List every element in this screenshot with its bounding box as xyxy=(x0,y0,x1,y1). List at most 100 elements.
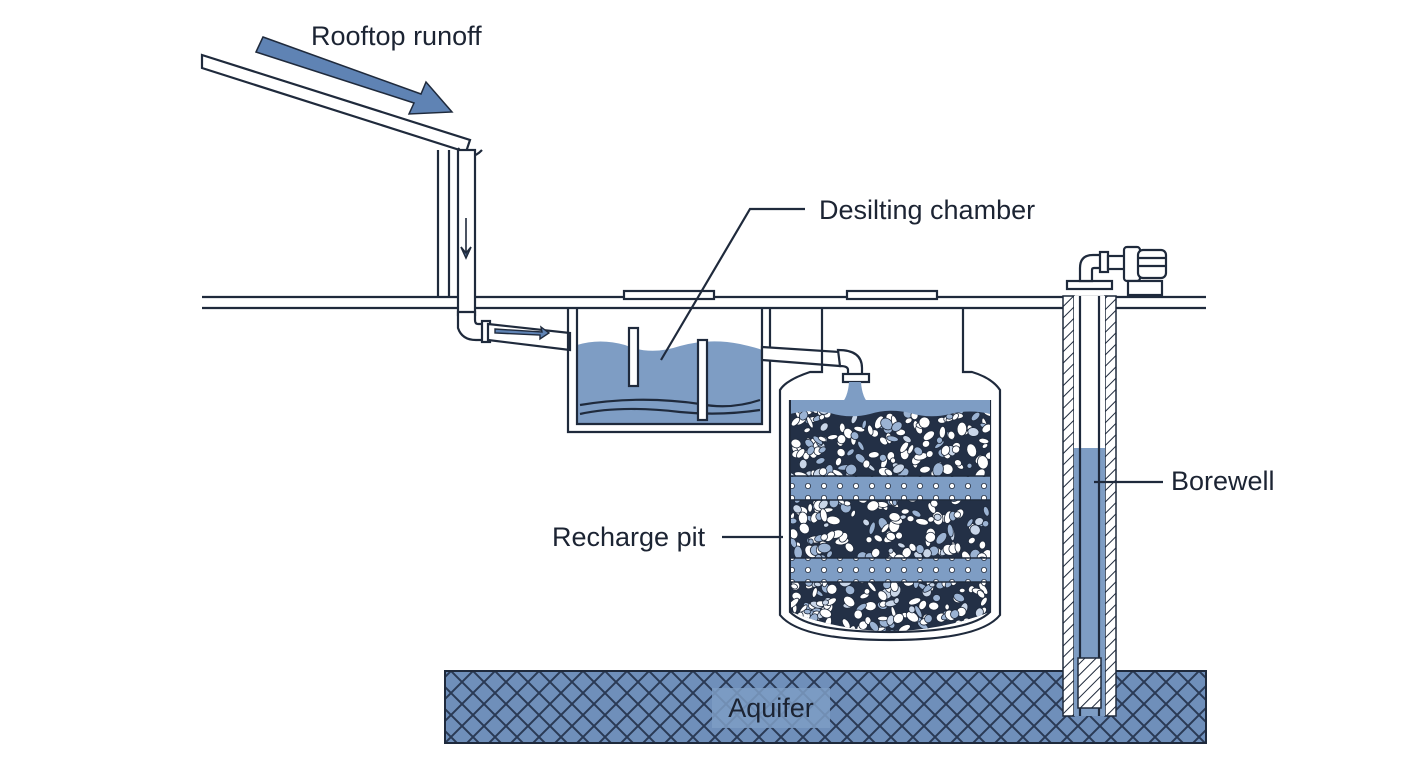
gravel-pebble xyxy=(861,419,867,430)
gravel-pebble xyxy=(929,582,936,588)
perforated-layer-lower xyxy=(791,557,990,583)
gravel-pebble xyxy=(845,463,858,476)
pit-water-surface xyxy=(791,400,990,417)
gravel-pebble xyxy=(817,542,832,554)
gravel-pebble xyxy=(869,621,880,631)
gravel-pebble xyxy=(981,442,989,449)
gravel-pebble xyxy=(967,537,976,545)
gravel-pebble xyxy=(891,629,902,631)
gravel-pebble xyxy=(819,422,829,432)
gravel-pebble xyxy=(850,431,860,441)
gravel-pebble xyxy=(966,462,973,469)
gravel-pebble xyxy=(924,614,933,624)
gravel-pebble xyxy=(983,506,990,517)
gravel-pebble xyxy=(819,608,832,619)
gravel-pebble xyxy=(808,538,814,545)
gravel-pebble xyxy=(951,413,959,421)
gravel-pebble xyxy=(976,589,986,599)
baffle-right xyxy=(696,338,709,422)
gravel-pebble xyxy=(958,587,966,594)
gravel-pebble xyxy=(927,516,935,523)
outlet-pipe xyxy=(760,345,871,405)
gravel-pebble xyxy=(980,596,988,607)
gravel-pebble xyxy=(922,430,935,442)
gravel-pebble xyxy=(868,451,880,459)
baffle-left xyxy=(627,326,640,388)
perforated-layer-upper xyxy=(791,475,990,501)
gravel-pebble xyxy=(954,459,962,467)
inlet-flow-arrow xyxy=(494,325,551,341)
gravel-pebble xyxy=(908,597,922,606)
pit-cover xyxy=(845,289,939,301)
gravel-pebble xyxy=(806,445,815,456)
gravel-pebble xyxy=(977,455,989,470)
gravel-pebble xyxy=(914,605,923,618)
recharge-pit xyxy=(778,308,1002,642)
gravel-pebble xyxy=(921,439,931,448)
inlet-pipe xyxy=(486,322,572,352)
gravel-pebble xyxy=(850,509,856,518)
gravel-pebble xyxy=(982,520,990,528)
aquifer-label: Aquifer xyxy=(728,693,814,723)
gravel-pebble xyxy=(791,416,801,427)
gravel-pebble xyxy=(877,590,888,601)
downpipe xyxy=(456,148,492,344)
desilting-chamber-leader xyxy=(660,207,805,361)
gravel-pebble xyxy=(798,459,808,470)
gravel-pebble xyxy=(836,448,846,458)
gravel-pebble xyxy=(822,599,829,606)
desilting-chamber xyxy=(566,308,772,434)
gravel-pebble xyxy=(862,518,870,527)
gravel-pebble xyxy=(950,609,960,619)
gravel-pebble xyxy=(826,583,838,595)
gravel-pebble xyxy=(953,511,961,519)
gravel-pebble xyxy=(826,550,833,558)
gravel-pebble xyxy=(792,504,802,514)
gravel-pebble xyxy=(902,435,912,444)
gravel-pebble xyxy=(940,444,951,456)
gravel-pebble xyxy=(935,532,948,545)
gravel-pebble xyxy=(947,430,956,440)
gravel-pebble xyxy=(954,542,962,553)
gravel-pebble xyxy=(835,457,842,467)
gravel-pebble xyxy=(868,521,876,535)
gravel-pebble xyxy=(970,411,981,422)
gravel-pebble xyxy=(932,594,941,602)
gravel-pebble xyxy=(924,531,936,543)
gravel-pebble xyxy=(944,603,950,611)
gravel-pebble xyxy=(888,512,901,522)
gravel-pebble xyxy=(844,585,856,596)
gravel-pebble xyxy=(906,515,915,523)
gravel-pebble xyxy=(907,444,915,455)
gravel-pebble xyxy=(791,528,799,540)
gravel-pebble xyxy=(892,463,905,474)
rooftop-runoff-arrow xyxy=(254,36,454,115)
gravel-pebble xyxy=(815,457,826,465)
gravel-pebble xyxy=(824,530,836,542)
gravel-pebble xyxy=(969,524,981,536)
borewell xyxy=(1062,279,1117,717)
gravel-pebble xyxy=(978,437,990,445)
gravel-pebble xyxy=(978,540,987,550)
gravel-pebble xyxy=(836,434,847,445)
gravel-pebble xyxy=(791,597,800,609)
gravel-pebble xyxy=(913,446,923,456)
borewell-label: Borewell xyxy=(1171,466,1275,496)
gravel-pebble xyxy=(827,434,839,441)
pump-unit xyxy=(1078,245,1168,297)
rooftop-runoff-label: Rooftop runoff xyxy=(311,21,482,51)
gravel-pebble xyxy=(867,424,874,436)
gravel-pebble xyxy=(886,435,899,442)
gravel-pebble xyxy=(853,609,863,620)
gravel-pebble xyxy=(925,450,934,458)
house-wall xyxy=(436,150,451,297)
gravel-pebble xyxy=(981,423,990,434)
gravel-pebble xyxy=(839,422,846,433)
gravel-pebble xyxy=(956,421,968,437)
gravel-pebble xyxy=(900,508,910,515)
gravel-pebble xyxy=(818,446,827,454)
gravel-pebble xyxy=(933,513,942,521)
gravel-pebble xyxy=(953,592,965,603)
borewell-casing-left xyxy=(1062,295,1075,717)
